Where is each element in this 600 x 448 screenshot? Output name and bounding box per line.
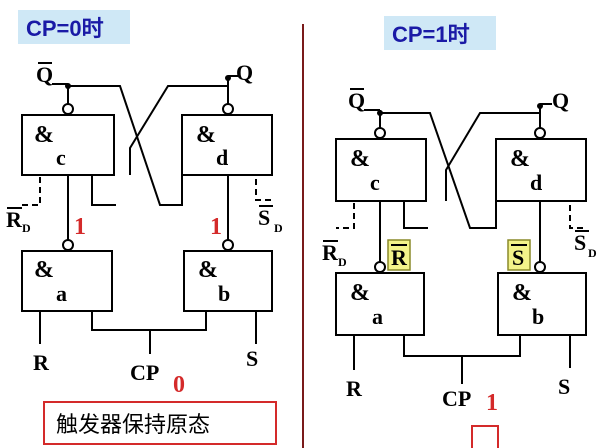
left-gate-a-label: a	[56, 281, 67, 306]
right-gate-b-bubble	[534, 261, 546, 273]
left-gate-d-amp: &	[196, 122, 216, 148]
right-sd-label: S	[574, 230, 586, 255]
left-header: CP=0时	[26, 16, 104, 41]
left-rd-label: R	[6, 207, 23, 232]
left-cp-wire	[91, 311, 207, 331]
left-gate-b-label: b	[218, 281, 230, 306]
right-rbar-text: R	[391, 245, 408, 270]
right-sbar-text: S	[512, 245, 524, 270]
right-header: CP=1时	[392, 22, 470, 47]
right-gate-c-amp: &	[350, 146, 370, 172]
left-input-s: S	[246, 346, 258, 371]
left-input-r: R	[33, 350, 50, 375]
left-gate-a	[21, 250, 113, 312]
left-value-a-out: 1	[74, 214, 86, 240]
right-gate-a-bubble	[374, 261, 386, 273]
right-rbar-box	[387, 239, 411, 271]
left-gate-d-bubble	[222, 103, 234, 115]
right-gate-d-amp: &	[510, 146, 530, 172]
right-gate-a-label: a	[372, 304, 383, 329]
right-gate-d-bubble	[534, 127, 546, 139]
right-gate-b-label: b	[532, 304, 544, 329]
right-gate-a	[335, 272, 425, 336]
right-gate-c	[335, 138, 427, 202]
left-gate-c-bubble	[62, 103, 74, 115]
left-sd-dash	[255, 174, 272, 201]
right-gate-c-bubble	[374, 127, 386, 139]
left-cp-value: 0	[173, 372, 185, 398]
right-rd-label: R	[322, 240, 339, 265]
right-gate-a-amp: &	[350, 280, 370, 306]
left-sd-sub: D	[274, 221, 283, 235]
left-gate-d-label: d	[216, 145, 228, 170]
right-gate-b-amp: &	[512, 280, 532, 306]
right-cross-qbar-to-d	[380, 112, 497, 229]
right-gate-b	[497, 272, 587, 336]
right-q-node	[537, 103, 543, 109]
left-cross-q-to-c	[129, 85, 228, 175]
left-note-box	[43, 401, 277, 445]
right-cp-waveform	[471, 425, 499, 448]
left-gate-a-bubble	[62, 239, 74, 251]
left-gate-b	[183, 250, 273, 312]
left-cp-label: CP	[130, 360, 159, 385]
left-gate-b-amp: &	[198, 257, 218, 283]
left-cross-qbar-to-d	[68, 85, 183, 206]
right-cp-label: CP	[442, 386, 471, 411]
right-gate-d-label: d	[530, 170, 542, 195]
right-sd-sub: D	[588, 246, 597, 260]
right-qbar-label: Q	[348, 88, 365, 113]
left-panel: CP=0时 Q Q & c & d R D S D	[6, 10, 283, 445]
right-header-box	[384, 16, 496, 50]
left-rd-dash	[22, 174, 41, 206]
right-rd-dash	[336, 200, 355, 229]
right-sd-dash	[569, 200, 586, 229]
left-q-node	[225, 75, 231, 81]
left-gate-c-label: c	[56, 145, 66, 170]
right-rd-sub: D	[338, 255, 347, 269]
right-cross-q-to-c	[445, 112, 540, 201]
left-qbar-label: Q	[36, 62, 53, 87]
right-panel: CP=1时 Q Q & c & d R D S D	[322, 16, 597, 448]
right-sbar-box	[507, 239, 531, 271]
left-header-box	[18, 10, 130, 44]
left-rd-sub: D	[22, 221, 31, 235]
left-c-in2	[91, 175, 116, 206]
left-gate-b-bubble	[222, 239, 234, 251]
right-gate-c-label: c	[370, 170, 380, 195]
left-q-label: Q	[236, 60, 253, 85]
left-value-b-out: 1	[210, 214, 222, 240]
left-sd-label: S	[258, 205, 270, 230]
right-input-s: S	[558, 374, 570, 399]
right-q-label: Q	[552, 88, 569, 113]
right-c-in2	[403, 201, 428, 229]
left-note: 触发器保持原态	[56, 413, 210, 438]
left-gate-a-amp: &	[34, 257, 54, 283]
right-cp-wire	[403, 335, 521, 357]
left-gate-c-amp: &	[34, 122, 54, 148]
right-input-r: R	[346, 376, 363, 401]
right-cp-value: 1	[486, 390, 498, 416]
